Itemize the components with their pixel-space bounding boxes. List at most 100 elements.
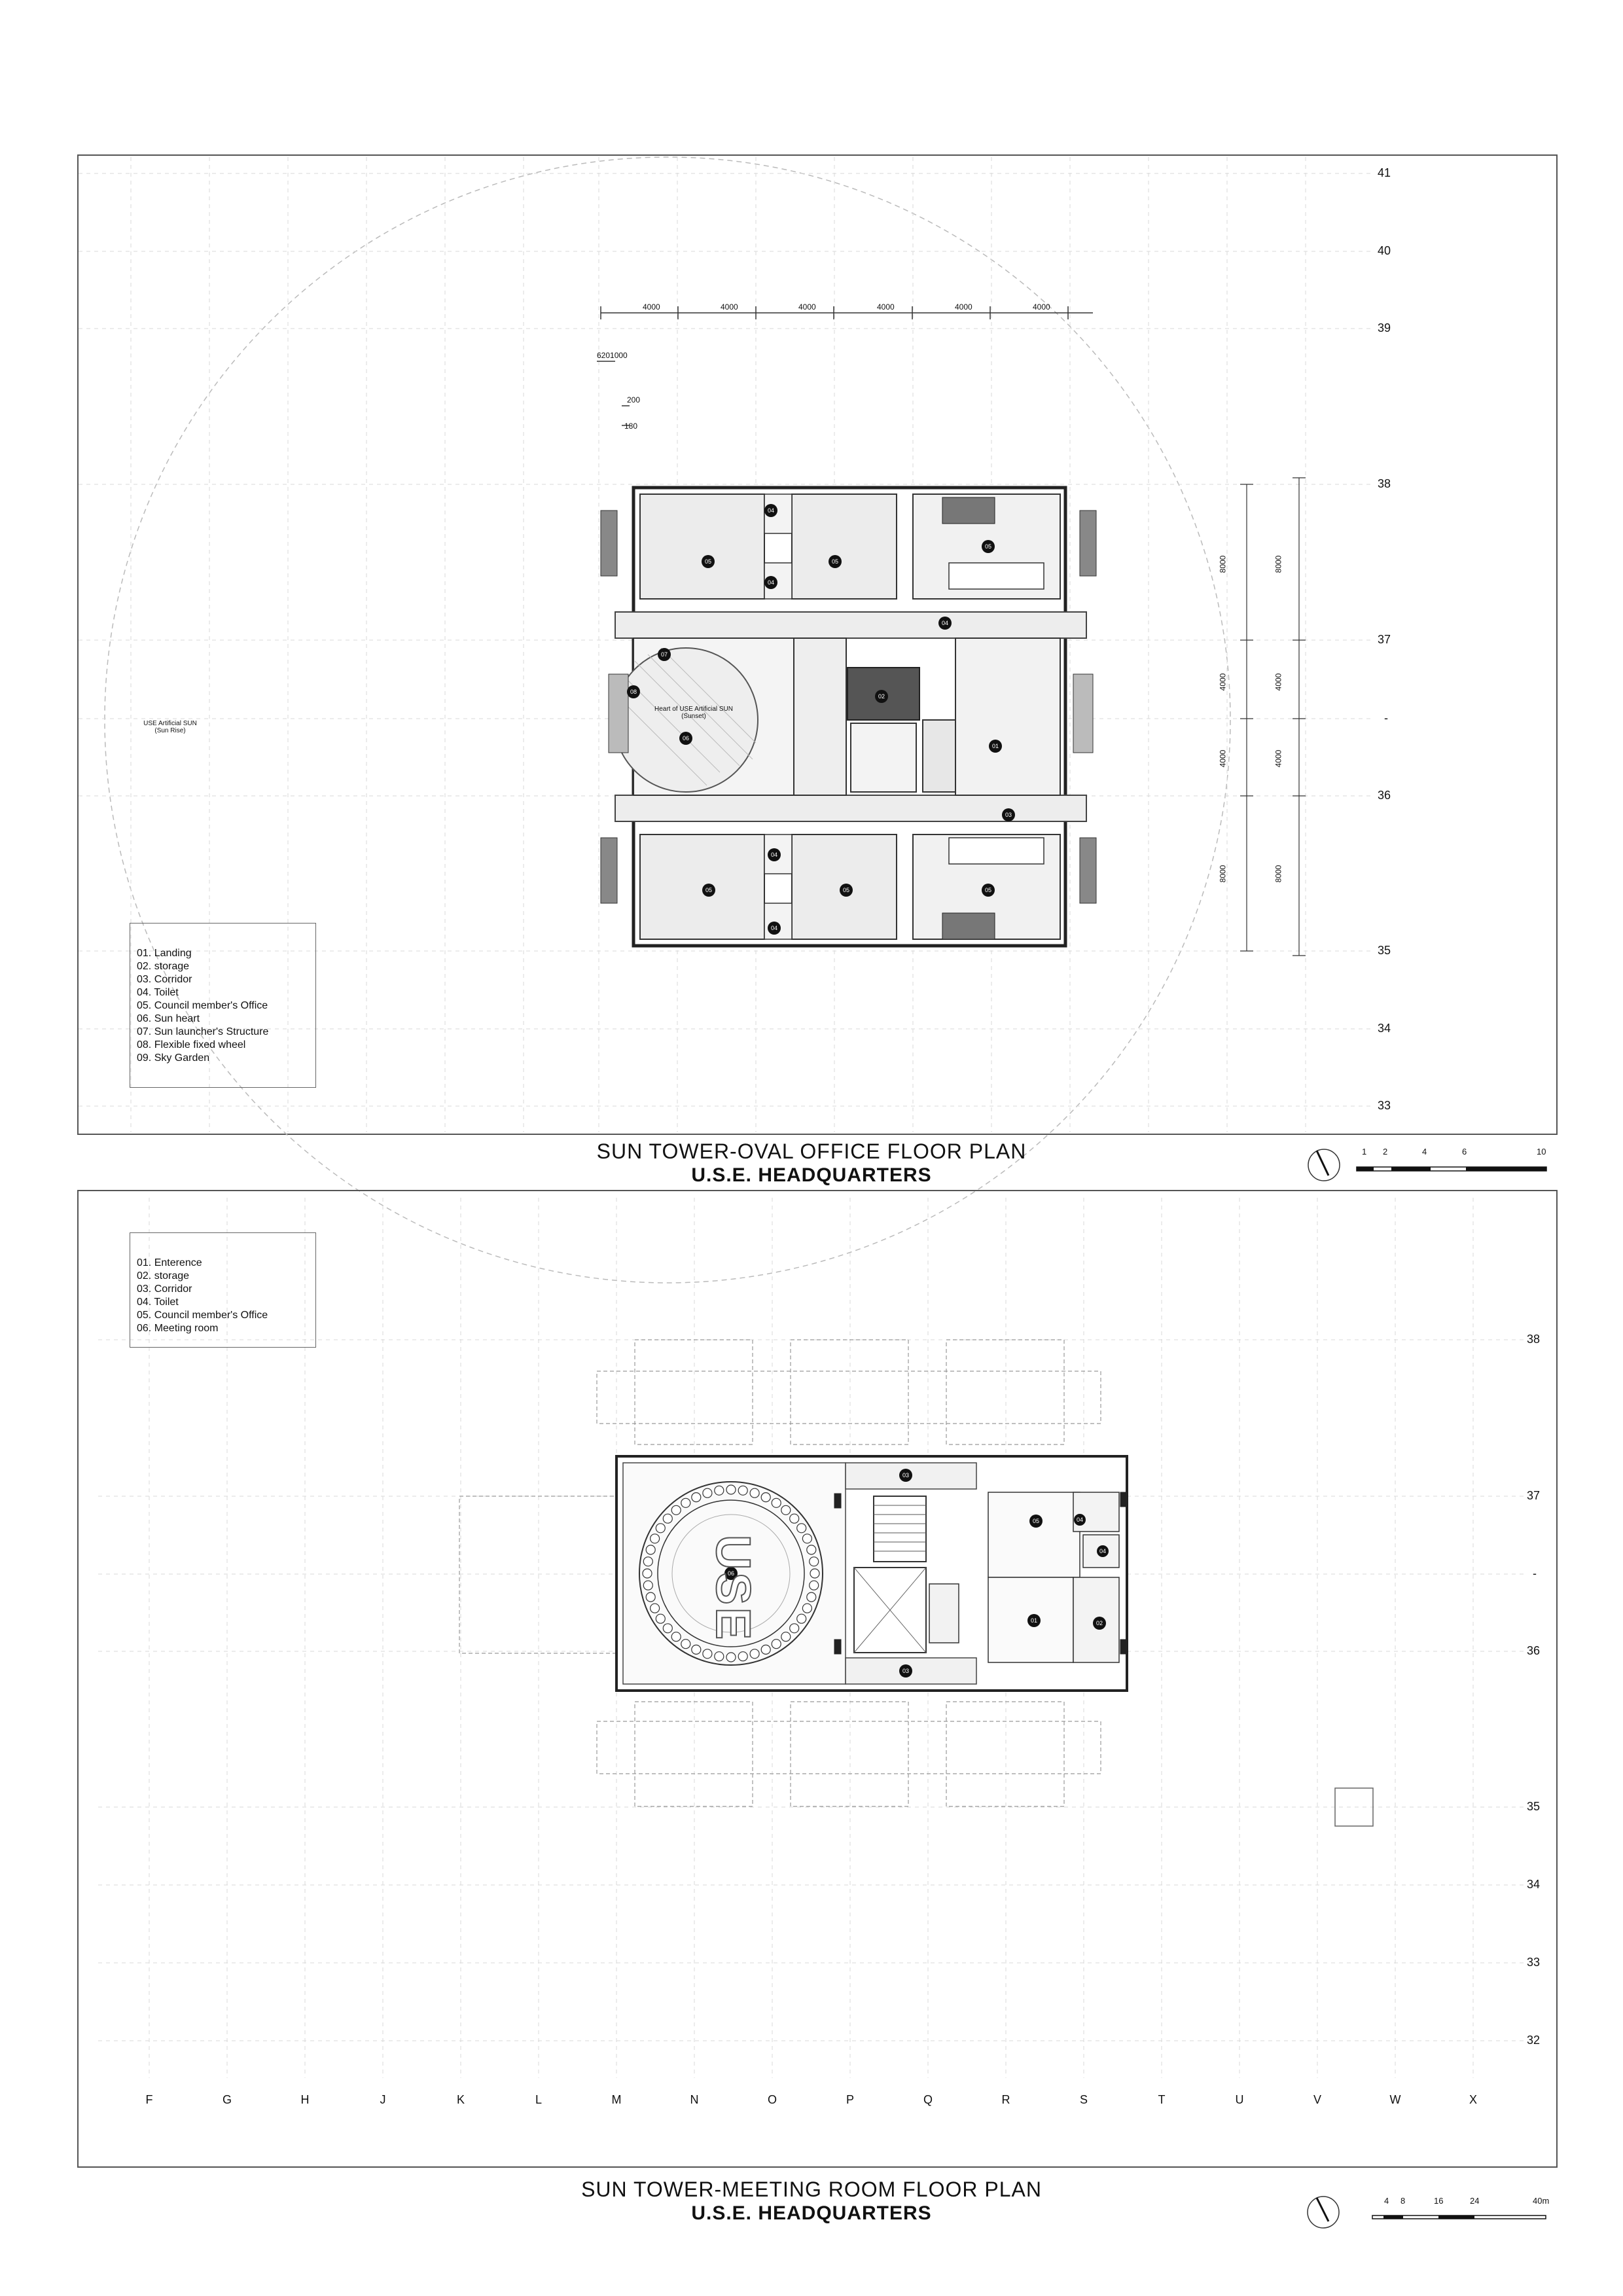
level-label: - (1533, 1567, 1537, 1580)
meeting-chair (738, 1651, 748, 1662)
meeting-chair (691, 1644, 702, 1655)
column-label: M (611, 2093, 622, 2106)
column-label: G (222, 2093, 232, 2106)
plan1-subtitle: U.S.E. HEADQUARTERS (691, 1164, 932, 1186)
legend-item: 06. Sun heart (137, 1013, 200, 1024)
plan1-frame (77, 154, 1558, 1135)
meeting-chair (749, 1488, 760, 1498)
meeting-chair (662, 1513, 673, 1524)
legend-item: 03. Corridor (137, 1283, 192, 1295)
legend-item: 01. Landing (137, 948, 192, 959)
room-tag: 04 (941, 620, 948, 626)
meeting-chair (643, 1580, 653, 1590)
room-tag: 06 (682, 735, 689, 742)
plan1-title: SUN TOWER-OVAL OFFICE FLOOR PLAN (596, 1139, 1027, 1163)
column-label: R (1001, 2093, 1010, 2106)
level-label: 41 (1378, 166, 1391, 179)
meeting-chair (714, 1485, 724, 1496)
room-tag: 03 (902, 1472, 909, 1479)
meeting-chair (643, 1556, 653, 1567)
meeting-chair (671, 1505, 681, 1515)
plan1-dim-top (597, 306, 1093, 426)
legend-item: 01. Enterence (137, 1257, 202, 1268)
column-label: Q (923, 2093, 933, 2106)
room-tag: 05 (984, 887, 991, 893)
plan1-scale-bar (1356, 1166, 1547, 1172)
room-tag: 03 (902, 1668, 909, 1674)
meeting-chair (781, 1505, 791, 1515)
room-tag: 05 (984, 543, 991, 550)
scale-label: 1 (1362, 1147, 1367, 1157)
room-tag: 05 (705, 887, 712, 893)
meeting-chair (789, 1513, 800, 1524)
meeting-chair (806, 1592, 817, 1602)
meeting-chair (645, 1592, 656, 1602)
plan1-north-arrow-icon (1308, 1149, 1340, 1181)
level-label: 34 (1527, 1878, 1541, 1891)
level-label: 32 (1527, 2034, 1541, 2047)
plan1-room-tags (627, 504, 1015, 935)
column-label: S (1079, 2093, 1088, 2106)
column-label: O (767, 2093, 777, 2106)
meeting-table-outer (639, 1481, 823, 1666)
plan1-grid-h (79, 173, 1374, 1107)
column-label: V (1313, 2093, 1321, 2106)
scale-label: 16 (1434, 2196, 1444, 2206)
level-label: 36 (1527, 1644, 1541, 1657)
room-tag: 08 (630, 689, 637, 695)
plan1-dim-side (1240, 477, 1306, 956)
scale-label: 4 (1422, 1147, 1427, 1157)
column-label: X (1469, 2093, 1477, 2106)
column-label: K (456, 2093, 465, 2106)
meeting-chair (681, 1498, 691, 1508)
artificial-sun-note: USE Artificial SUN (Sun Rise) (143, 720, 197, 734)
legend-item: 02. storage (137, 961, 190, 972)
room-tag: 04 (767, 579, 774, 586)
level-label: 37 (1378, 633, 1391, 646)
column-label: T (1158, 2093, 1166, 2106)
column-label: P (846, 2093, 854, 2106)
scale-label: 6 (1462, 1147, 1467, 1157)
scale-label: 8 (1400, 2196, 1406, 2206)
dim-label: 4000 (721, 302, 738, 312)
legend-item: 04. Toilet (137, 1297, 179, 1308)
scale-label: 2 (1383, 1147, 1388, 1157)
meeting-chair (771, 1639, 781, 1649)
plan2-frame (77, 1190, 1558, 2168)
meeting-chair (702, 1649, 713, 1659)
meeting-chair (809, 1556, 819, 1567)
dim-label: 4000 (798, 302, 816, 312)
room-tag: 05 (831, 558, 838, 565)
meeting-chair (749, 1649, 760, 1659)
level-label: 37 (1527, 1489, 1541, 1502)
level-label: - (1384, 711, 1388, 725)
meeting-chair (702, 1488, 713, 1498)
room-tag: 06 (727, 1570, 734, 1577)
legend-item: 06. Meeting room (137, 1323, 219, 1334)
sun-orbit-circle (104, 156, 1231, 1283)
scale-label: 40m (1533, 2196, 1550, 2206)
plan2-title: SUN TOWER-MEETING ROOM FLOOR PLAN (581, 2178, 1042, 2201)
legend-item: 09. Sky Garden (137, 1052, 210, 1064)
room-tag: 02 (1096, 1620, 1103, 1626)
plan2-room-tags (724, 1469, 1109, 1677)
meeting-chair (649, 1603, 660, 1613)
room-tag: 04 (1099, 1548, 1106, 1554)
level-label: 35 (1527, 1800, 1541, 1813)
meeting-chair (760, 1492, 771, 1503)
meeting-chair (642, 1568, 652, 1579)
meeting-table-inner (657, 1499, 805, 1647)
legend-item: 02. storage (137, 1270, 190, 1282)
room-tag: 01 (1030, 1617, 1037, 1624)
meeting-chair (726, 1484, 736, 1495)
meeting-chair (691, 1492, 702, 1503)
meeting-chair (809, 1580, 819, 1590)
meeting-chair (802, 1534, 813, 1544)
legend-item: 07. Sun launcher's Structure (137, 1026, 269, 1037)
meeting-chair (662, 1623, 673, 1634)
level-label: 40 (1378, 244, 1391, 257)
plan2-building (615, 1455, 1128, 1692)
dim-label: 4000 (955, 302, 972, 312)
meeting-chair (681, 1639, 691, 1649)
